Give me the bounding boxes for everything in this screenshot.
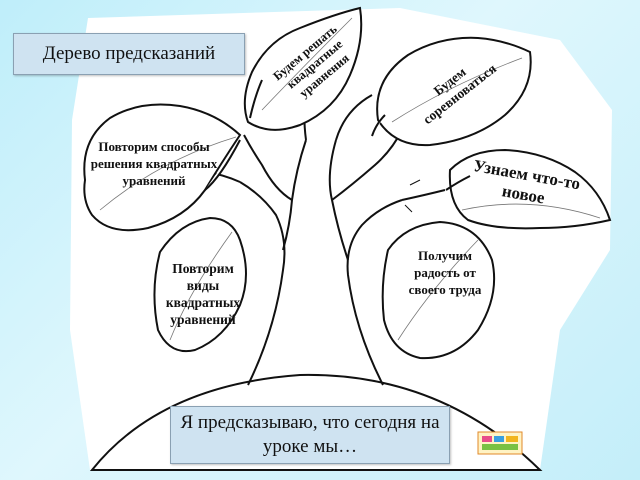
leaf-joy [381, 220, 496, 360]
page-title: Дерево предсказаний [13, 33, 245, 75]
leaf-types [153, 216, 247, 352]
leaf-text-types: Повторим виды квадратных уравнений [165, 261, 241, 327]
prediction-prompt: Я предсказываю, что сегодня на уроке мы… [170, 406, 450, 464]
leaf-text-methods: Повторим способы решения квадратных урав… [90, 139, 218, 188]
leaf-compete [376, 36, 532, 147]
leaf-veins [99, 17, 601, 341]
decorative-stamp-icon [477, 431, 523, 455]
leaf-new [448, 148, 612, 230]
decor-strokes [404, 179, 421, 213]
leaf-text-joy: Получим радость от своего труда [408, 248, 482, 297]
